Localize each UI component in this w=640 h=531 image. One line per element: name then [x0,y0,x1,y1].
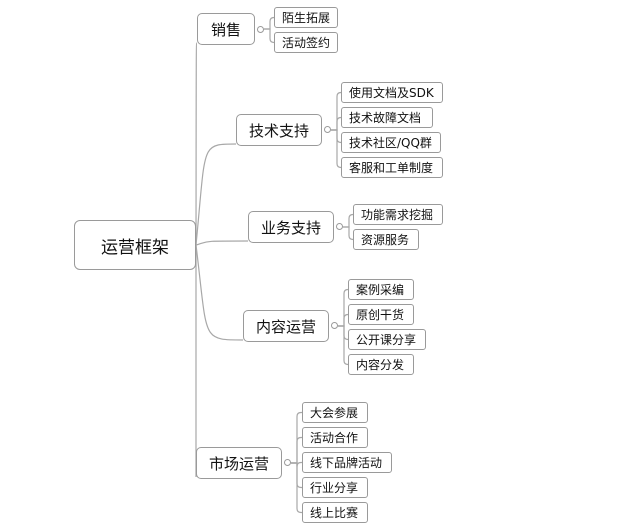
root-to-branch-line [195,240,249,246]
branch-to-leaf-line [343,213,354,228]
branch-node-tech-support[interactable]: 技术支持 [236,114,322,146]
branch-to-leaf-line [338,288,349,327]
collapse-toggle-icon[interactable] [331,322,338,329]
branch-to-leaf-line [338,313,349,327]
root-to-branch-line [195,143,237,246]
branch-to-leaf-line [264,16,275,30]
root-to-branch-line [195,244,244,341]
branch-to-leaf-line [291,462,302,514]
leaf-node[interactable]: 客服和工单制度 [341,157,443,178]
branch-to-leaf-line [343,226,354,241]
root-to-branch-line [195,42,198,246]
branch-to-leaf-line [331,91,342,131]
leaf-node[interactable]: 公开课分享 [348,329,426,350]
leaf-node[interactable]: 技术故障文档 [341,107,433,128]
leaf-node[interactable]: 使用文档及SDK [341,82,443,103]
leaf-node[interactable]: 技术社区/QQ群 [341,132,441,153]
collapse-toggle-icon[interactable] [257,26,264,33]
collapse-toggle-icon[interactable] [324,126,331,133]
collapse-toggle-icon[interactable] [336,223,343,230]
branch-to-leaf-line [338,325,349,341]
branch-node-sales[interactable]: 销售 [197,13,255,45]
branch-to-leaf-line [331,129,342,144]
branch-to-leaf-line [291,411,302,464]
leaf-node[interactable]: 陌生拓展 [274,7,338,28]
branch-to-leaf-line [331,129,342,169]
leaf-node[interactable]: 活动签约 [274,32,338,53]
leaf-node[interactable]: 内容分发 [348,354,414,375]
collapse-toggle-icon[interactable] [284,459,291,466]
root-node[interactable]: 运营框架 [74,220,196,270]
leaf-node[interactable]: 功能需求挖掘 [353,204,443,225]
leaf-node[interactable]: 案例采编 [348,279,414,300]
branch-to-leaf-line [331,116,342,131]
branch-node-content-ops[interactable]: 内容运营 [243,310,329,342]
branch-node-business-support[interactable]: 业务支持 [248,211,334,243]
leaf-node[interactable]: 线上比赛 [302,502,368,523]
branch-to-leaf-line [338,325,349,366]
leaf-node[interactable]: 资源服务 [353,229,419,250]
branch-to-leaf-line [291,436,302,464]
branch-to-leaf-line [264,28,275,44]
leaf-node[interactable]: 原创干货 [348,304,414,325]
branch-node-marketing-ops[interactable]: 市场运营 [196,447,282,479]
leaf-node[interactable]: 行业分享 [302,477,368,498]
leaf-node[interactable]: 活动合作 [302,427,368,448]
leaf-node[interactable]: 大会参展 [302,402,368,423]
leaf-node[interactable]: 线下品牌活动 [302,452,392,473]
